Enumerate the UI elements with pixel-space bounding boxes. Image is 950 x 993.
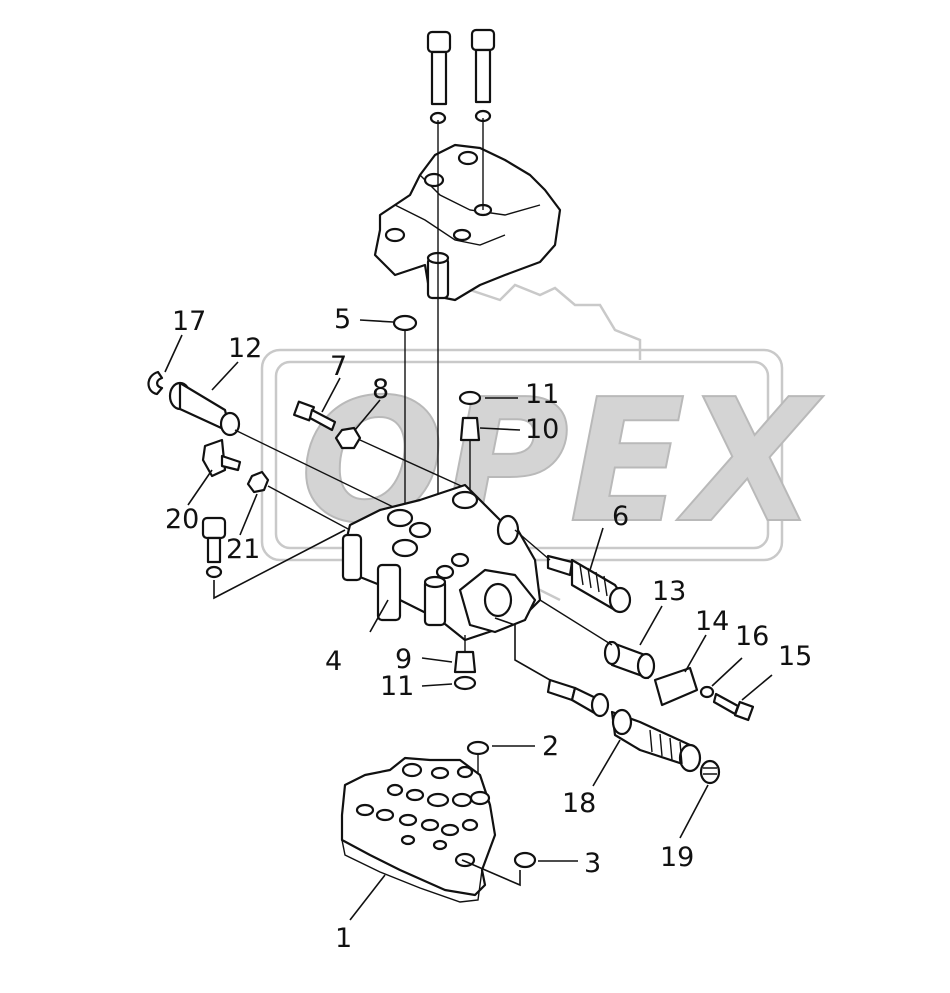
part-8-nut: [334, 426, 362, 450]
part-14-plate: [653, 666, 699, 707]
part-18-spool: [546, 678, 702, 773]
callout-16: 16: [735, 621, 769, 652]
part-6-spool: [546, 554, 632, 614]
callout-14: 14: [695, 606, 729, 637]
callout-8: 8: [372, 374, 389, 405]
callout-15: 15: [778, 641, 812, 672]
left-bolt: [201, 516, 227, 579]
callout-20: 20: [165, 504, 199, 535]
callout-labels: 1 2 3 4 5 6 7 8 9 10 11 11 12 13 14 15 1…: [165, 304, 812, 954]
callout-19: 19: [660, 842, 694, 873]
part-3-oring: [513, 851, 537, 869]
callout-21: 21: [226, 534, 260, 565]
part-16-washer: [699, 685, 715, 699]
callout-12: 12: [228, 333, 262, 364]
part-15-bolt: [712, 692, 755, 722]
callout-2: 2: [542, 731, 559, 762]
part-11-oring-upper: [458, 390, 482, 406]
main-valve-body: [341, 483, 542, 642]
callout-10: 10: [525, 414, 559, 445]
part-9-fitting: [453, 650, 477, 674]
callout-7: 7: [330, 351, 347, 382]
callout-9: 9: [395, 644, 412, 675]
part-2-oring: [466, 740, 490, 756]
callout-11a: 11: [525, 379, 559, 410]
callout-1: 1: [335, 923, 352, 954]
leader-lines: [164, 319, 773, 921]
callout-4: 4: [325, 646, 342, 677]
callout-18: 18: [562, 788, 596, 819]
callout-6: 6: [612, 501, 629, 532]
callout-3: 3: [584, 848, 601, 879]
callout-17: 17: [172, 306, 206, 337]
part-10-fitting: [459, 416, 481, 442]
part-17-snap-ring: [147, 370, 164, 396]
part-19-plug: [699, 759, 721, 785]
part-12-pin: [168, 381, 241, 437]
part-5-oring: [392, 314, 418, 332]
callout-11b: 11: [380, 671, 414, 702]
part-20-clamp: [201, 438, 242, 478]
top-bolts: [426, 28, 496, 125]
part-13-sleeve: [603, 640, 656, 680]
part-11-oring-lower: [453, 675, 477, 691]
callout-13: 13: [652, 576, 686, 607]
part-1-plate: [340, 756, 497, 903]
part-21-nut: [246, 470, 270, 494]
upper-valve-body: [373, 143, 562, 302]
callout-5: 5: [334, 304, 351, 335]
part-7-bolt: [292, 400, 337, 432]
